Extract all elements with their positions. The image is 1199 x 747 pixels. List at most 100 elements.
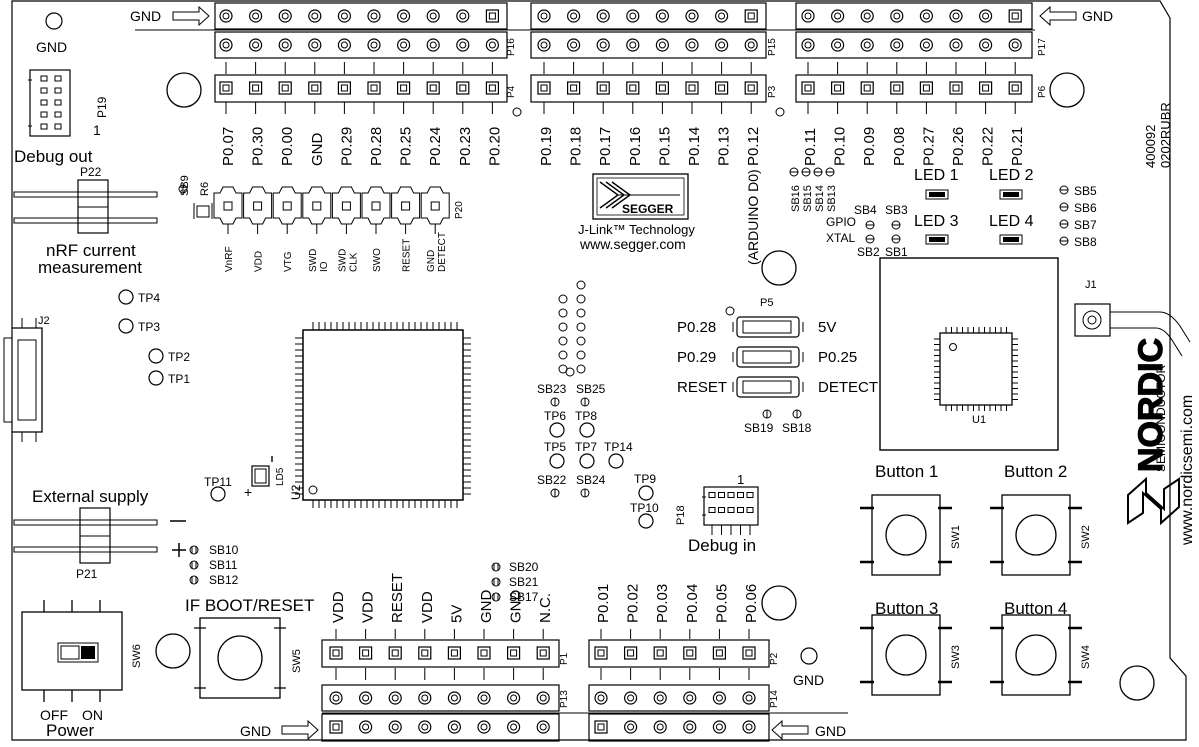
- p4-pin-label: P0.30: [250, 127, 267, 166]
- header-pin-hole: [718, 41, 726, 49]
- nrf-current-label-line2: measurement: [38, 258, 142, 277]
- header-pin: [626, 38, 640, 52]
- led-4-label: LED 4: [989, 213, 1034, 230]
- nrf-current-label-line1: nRF current: [46, 241, 136, 260]
- header-ref-p16: P16: [506, 38, 517, 56]
- p5-left-label: RESET: [677, 379, 727, 396]
- header-ref-p17: P17: [1037, 38, 1048, 56]
- p20-housing: [361, 186, 391, 225]
- header-pin-hole: [340, 41, 348, 49]
- header-housing: [321, 713, 560, 742]
- usb-ref-j2: J2: [38, 315, 50, 327]
- external-supply-header-p21: P21: [13, 507, 186, 581]
- p5-jumper-body: [742, 320, 792, 334]
- header-pin: [418, 720, 432, 734]
- header-pin-square: [890, 81, 904, 95]
- header-pin-hole: [400, 12, 408, 20]
- xtal-gpio-bridges: GPIO XTAL SB4 SB3 SB2 SB1: [826, 203, 908, 259]
- header-pin: [397, 38, 411, 52]
- solder-bridge-label: SB11: [209, 558, 238, 572]
- solder-bridge-label: SB23: [537, 382, 567, 396]
- header-pin: [978, 38, 993, 52]
- header-pin: [712, 691, 727, 705]
- header-pin-hole: [429, 12, 437, 20]
- p20-housing: [272, 186, 302, 225]
- p1-pin-label: VDD: [330, 591, 347, 623]
- via: [576, 294, 586, 304]
- header-ref-p13: P13: [559, 690, 570, 708]
- header-pin-hole: [597, 694, 605, 702]
- header-pin-hole: [629, 12, 637, 20]
- header-pin-hole: [539, 649, 547, 657]
- p3-pin-label: P0.12: [745, 127, 762, 166]
- via: [576, 280, 586, 290]
- led-3-label: LED 3: [914, 213, 959, 230]
- header-housing: [795, 74, 1033, 103]
- ld5-label: LD5: [275, 467, 286, 486]
- arrow-left-icon: [771, 719, 809, 741]
- p1-pin-label: N.C.: [537, 593, 554, 623]
- p20-pin: [371, 201, 381, 211]
- header-pin-square: [742, 646, 756, 660]
- header-pin: [919, 38, 934, 52]
- header-pin: [308, 38, 322, 52]
- header-pin-hole: [252, 41, 260, 49]
- if-boot-reset-button-sw5[interactable]: SW5: [194, 617, 303, 699]
- p5-right-label: P0.25: [818, 349, 857, 366]
- solder-bridge-label: SB21: [509, 575, 539, 589]
- p6-pin-label: P0.09: [861, 127, 878, 166]
- arduino-d0-label: (ARDUINO D0): [745, 169, 761, 265]
- header-pin-hole: [688, 84, 696, 92]
- p5-jumper-body: [742, 380, 792, 394]
- nordic-semiconductor: SEMICONDUCTOR: [1154, 365, 1168, 472]
- header-pin-hole: [391, 723, 399, 731]
- p19-pin: [40, 75, 48, 82]
- xtal-label: XTAL: [826, 231, 855, 245]
- header-pin: [367, 9, 381, 23]
- p4-pin-label: P0.24: [427, 127, 444, 166]
- header-pin-square: [485, 9, 499, 23]
- header-pin: [919, 9, 934, 23]
- header-pin-square: [594, 720, 608, 734]
- header-pin-hole: [332, 649, 340, 657]
- header-pin-square: [536, 646, 550, 660]
- header-housing: [321, 684, 560, 712]
- p20-pin: [253, 201, 263, 211]
- via-array: [558, 280, 586, 377]
- p2-pin-label: P0.02: [625, 584, 642, 623]
- p5-jumper-end: [732, 352, 804, 362]
- p6-pin-label: P0.26: [950, 127, 967, 166]
- mounting-hole: [155, 633, 191, 669]
- header-pin: [860, 38, 874, 52]
- header-pin-hole: [570, 41, 578, 49]
- solder-bridge-pad: [189, 560, 199, 570]
- header-pin-hole: [252, 12, 260, 20]
- solder-bridge-label: SB22: [537, 473, 567, 487]
- svg-text:R6: R6: [199, 182, 211, 196]
- header-pin: [278, 9, 292, 23]
- header-pin-square: [714, 81, 729, 95]
- solder-bridge-label: SB20: [509, 560, 539, 574]
- header-pin: [685, 38, 699, 52]
- power-switch-sw6[interactable]: SW6: [21, 600, 143, 702]
- header-pin: [219, 9, 233, 23]
- p20-housing: [302, 186, 332, 225]
- header-pin-hole: [627, 649, 635, 657]
- header-pin-hole: [222, 12, 230, 20]
- header-pin-hole: [539, 694, 547, 702]
- header-pin-hole: [370, 12, 378, 20]
- usb-connector-j2: J2: [3, 315, 50, 442]
- test-point-label: TP11: [204, 475, 232, 489]
- header-pin-hole: [597, 723, 605, 731]
- debug-out-label: Debug out: [14, 147, 93, 166]
- p1-pin-label: VDD: [419, 591, 436, 623]
- header-pin: [626, 9, 640, 23]
- header-pin-square: [278, 81, 292, 95]
- p19-pin: [54, 99, 62, 106]
